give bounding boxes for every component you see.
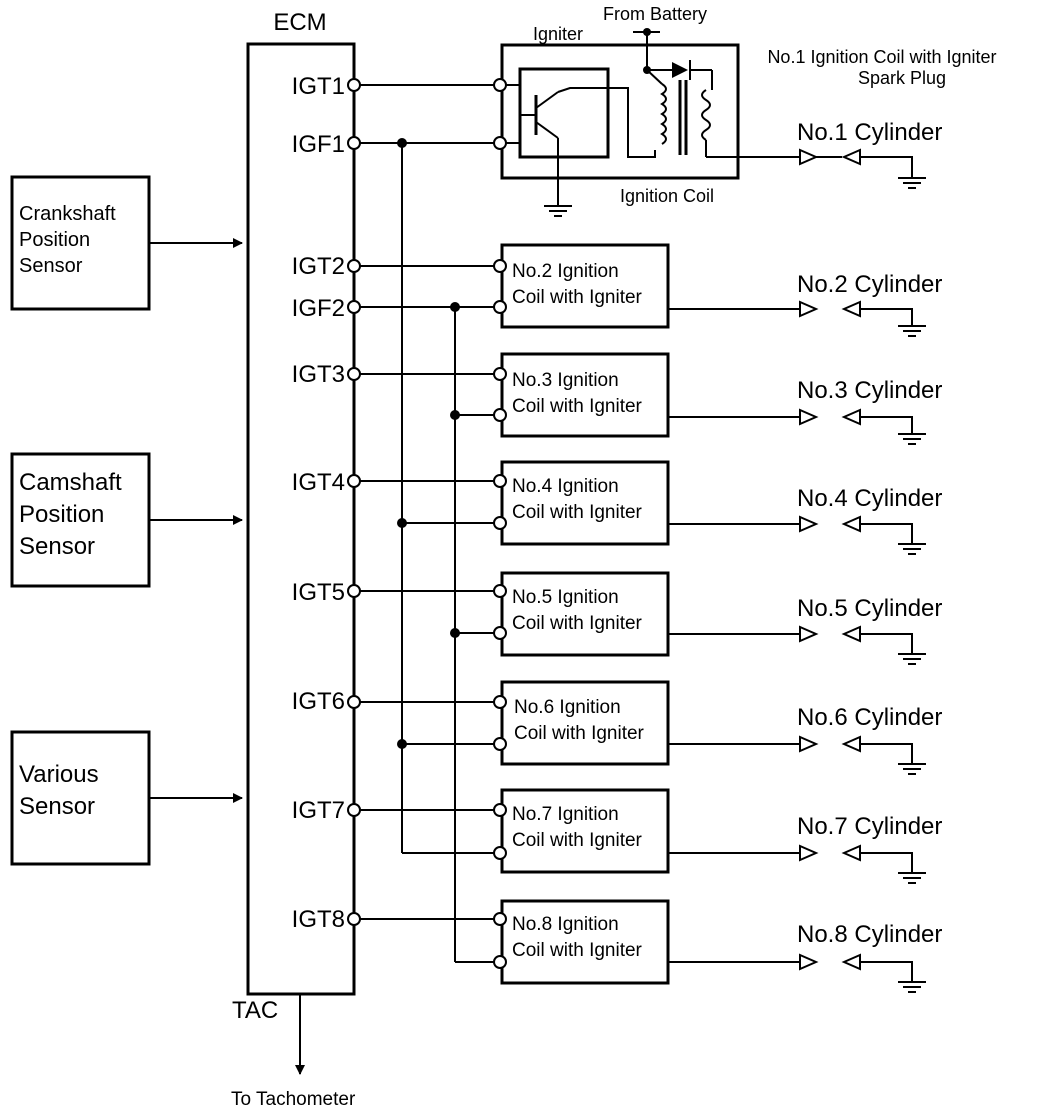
coil-8-line2: Coil with Igniter xyxy=(512,940,643,961)
pin-igf2: IGF2 xyxy=(292,295,345,322)
sensor-various-line1: Various xyxy=(19,761,99,788)
ignition-coil-icon xyxy=(660,80,738,158)
pin-igt6: IGT6 xyxy=(292,688,345,715)
junction-dots xyxy=(397,138,460,749)
coil-5: No.5 Ignition Coil with Igniter xyxy=(493,571,800,657)
ecm-label: ECM xyxy=(273,9,326,36)
cylinder-2-label: No.2 Cylinder xyxy=(797,271,942,298)
coil-3: No.3 Ignition Coil with Igniter xyxy=(493,352,800,438)
sensor-crank-line2: Position xyxy=(19,229,90,251)
coil-7: No.7 Ignition Coil with Igniter xyxy=(493,788,800,874)
coil-8-line1: No.8 Ignition xyxy=(512,914,619,935)
coil-2-line1: No.2 Ignition xyxy=(512,261,619,282)
sensor-various-line2: Sensor xyxy=(19,793,95,820)
cylinder-3-label: No.3 Cylinder xyxy=(797,377,942,404)
pin-igt8: IGT8 xyxy=(292,906,345,933)
sensor-crank-line1: Crankshaft xyxy=(19,203,116,225)
ignition-coil-label: Ignition Coil xyxy=(620,186,714,206)
battery-feed xyxy=(633,28,672,85)
igniter-box xyxy=(518,67,610,159)
cylinder-5-label: No.5 Cylinder xyxy=(797,595,942,622)
coil-8: No.8 Ignition Coil with Igniter xyxy=(493,899,800,985)
coil-5-line1: No.5 Ignition xyxy=(512,587,619,608)
igniter-label: Igniter xyxy=(533,24,583,44)
ecm-box xyxy=(246,42,356,996)
tachometer-label: To Tachometer xyxy=(231,1089,356,1110)
primary-wire xyxy=(557,87,656,158)
sensor-cam-line3: Sensor xyxy=(19,533,95,560)
sensor-crank-line3: Sensor xyxy=(19,255,83,277)
pin-igt5: IGT5 xyxy=(292,579,345,606)
pin-igf1: IGF1 xyxy=(292,131,345,158)
tac-label: TAC xyxy=(232,997,278,1024)
cylinder-1-label: No.1 Cylinder xyxy=(797,119,942,146)
igniter-ground-icon xyxy=(544,157,572,217)
cylinder-8-label: No.8 Cylinder xyxy=(797,921,942,948)
coil-4-line1: No.4 Ignition xyxy=(512,476,619,497)
spark-plug-3-icon xyxy=(799,408,926,445)
coil-2-line2: Coil with Igniter xyxy=(512,287,643,308)
spark-plug-2-icon xyxy=(799,300,926,337)
cylinder-4-label: No.4 Cylinder xyxy=(797,485,942,512)
ecm-terminals xyxy=(347,78,361,926)
spark-plug-6-icon xyxy=(799,735,926,775)
diode-icon xyxy=(672,60,713,90)
pin-igt1: IGT1 xyxy=(292,73,345,100)
spark-plug-5-icon xyxy=(799,625,926,665)
coil-5-line2: Coil with Igniter xyxy=(512,613,643,634)
battery-label: From Battery xyxy=(603,4,707,24)
coil-4-line2: Coil with Igniter xyxy=(512,502,643,523)
coil1-title-line2: Spark Plug xyxy=(858,68,946,88)
coil-3-line1: No.3 Ignition xyxy=(512,370,619,391)
sensor-cam-line2: Position xyxy=(19,501,104,528)
coil-3-line2: Coil with Igniter xyxy=(512,396,643,417)
camshaft-sensor-box xyxy=(10,452,151,588)
cylinder-7-label: No.7 Cylinder xyxy=(797,813,942,840)
coil1-igf-terminal xyxy=(493,136,507,150)
coil-6-line1: No.6 Ignition xyxy=(514,697,621,718)
sensor-cam-line1: Camshaft xyxy=(19,469,122,496)
spark-plug-7-icon xyxy=(799,844,926,884)
coil1-title-line1: No.1 Ignition Coil with Igniter xyxy=(767,47,996,67)
spark-plug-8-icon xyxy=(799,953,926,993)
coil-2: No.2 Ignition Coil with Igniter xyxy=(493,243,800,329)
pin-igt4: IGT4 xyxy=(292,469,345,496)
coil-6: No.6 Ignition Coil with Igniter xyxy=(493,680,800,766)
coil-7-line1: No.7 Ignition xyxy=(512,804,619,825)
spark-plug-1-icon xyxy=(799,148,926,189)
pin-igt7: IGT7 xyxy=(292,797,345,824)
coil1-igt-terminal xyxy=(493,78,507,92)
pin-igt3: IGT3 xyxy=(292,361,345,388)
various-sensor-box xyxy=(10,730,151,866)
coil-4: No.4 Ignition Coil with Igniter xyxy=(493,460,800,546)
spark-plug-4-icon xyxy=(799,515,926,555)
coil-7-line2: Coil with Igniter xyxy=(512,830,643,851)
coil-6-line2: Coil with Igniter xyxy=(514,723,645,744)
pin-igt2: IGT2 xyxy=(292,253,345,280)
igt-signal-lines xyxy=(360,84,496,963)
transistor-symbol xyxy=(520,91,559,157)
cylinder-6-label: No.6 Cylinder xyxy=(797,704,942,731)
